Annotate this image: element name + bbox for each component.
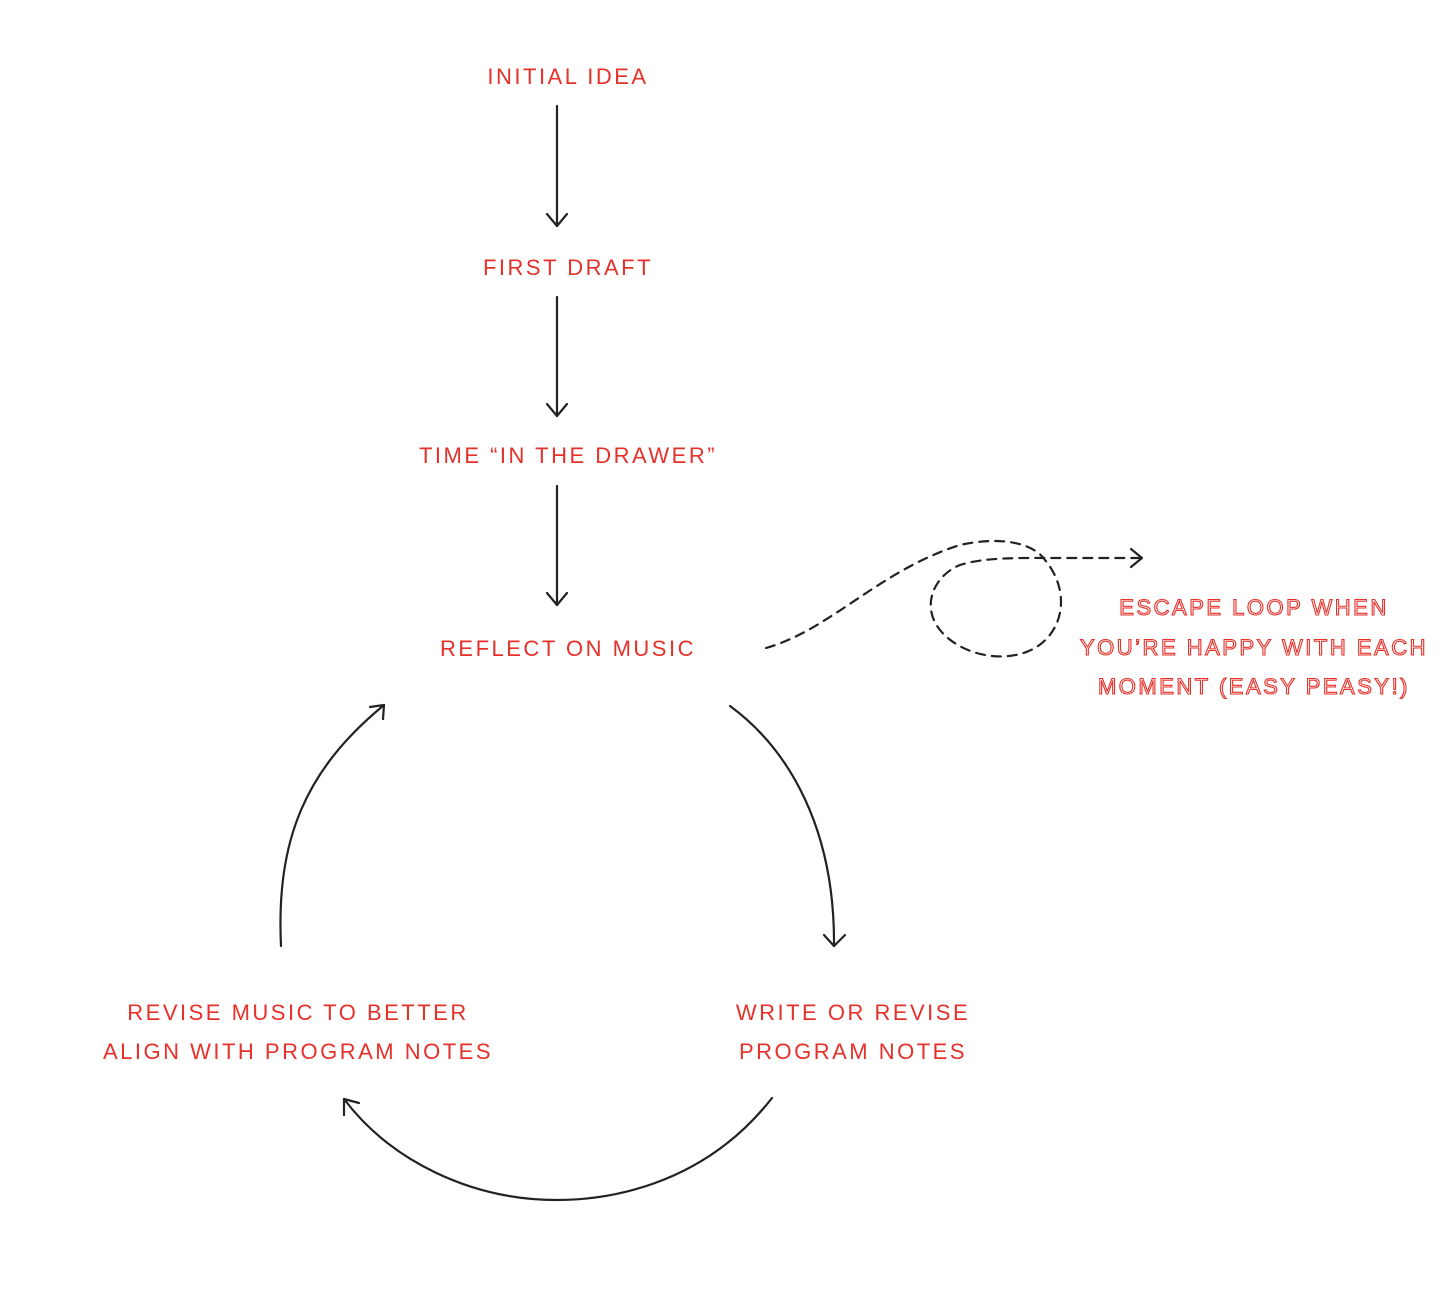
step-write-notes-line1: WRITE OR REVISE: [736, 1000, 970, 1025]
escape-loop-arrow: [764, 539, 1144, 658]
arrow-draft-to-drawer: [545, 295, 569, 418]
step-first-draft: FIRST DRAFT: [483, 255, 653, 280]
escape-note-line1: ESCAPE LOOP WHEN: [1119, 595, 1388, 620]
step-reflect-on-music: REFLECT ON MUSIC: [440, 636, 696, 661]
escape-note-line3: MOMENT (EASY PEASY!): [1098, 674, 1410, 699]
step-revise-music-line1: REVISE MUSIC TO BETTER: [127, 1000, 468, 1025]
arrow-revise-to-reflect: [279, 703, 386, 948]
step-time-in-drawer: TIME “IN THE DRAWER”: [419, 443, 717, 468]
arrow-drawer-to-reflect: [545, 484, 569, 607]
arrow-reflect-to-write: [728, 704, 847, 948]
arrow-write-to-revise: [342, 1096, 774, 1202]
step-initial-idea: INITIAL IDEA: [487, 64, 648, 89]
step-revise-music-line2: ALIGN WITH PROGRAM NOTES: [103, 1039, 493, 1064]
arrow-idea-to-draft: [545, 104, 569, 228]
escape-note-line2: YOU’RE HAPPY WITH EACH: [1080, 635, 1428, 660]
step-write-notes-line2: PROGRAM NOTES: [739, 1039, 967, 1064]
